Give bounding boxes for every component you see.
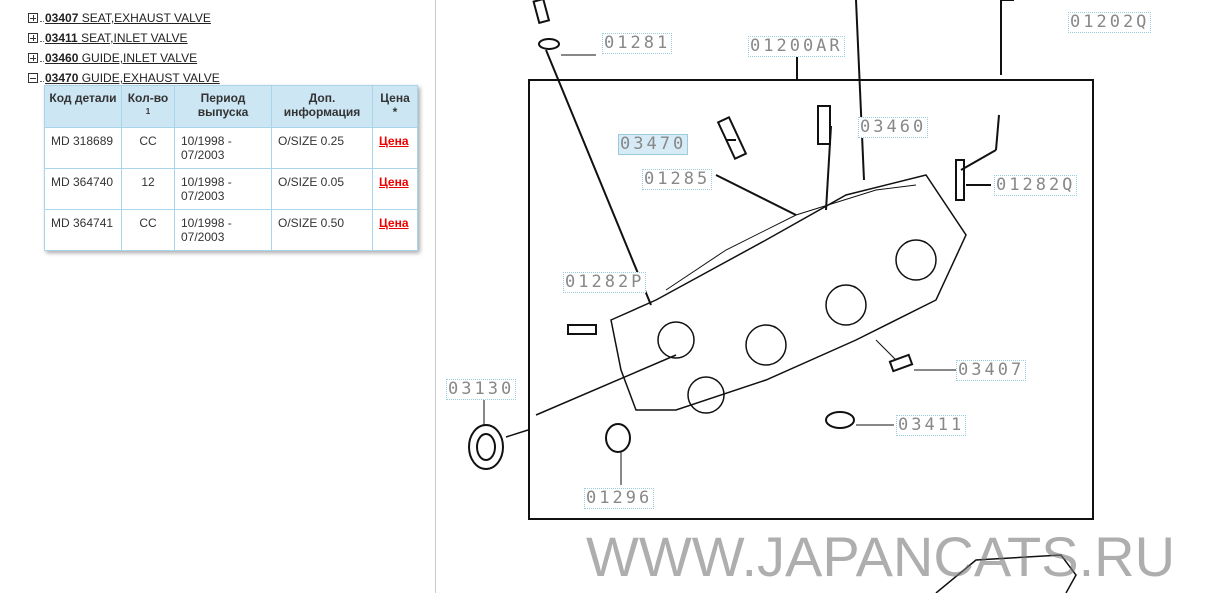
parts-diagram: WWW.JAPANCATS.RU 01281 01200AR 01202Q 03…	[436, 0, 1213, 593]
callout-01281[interactable]: 01281	[602, 33, 673, 54]
callout-03130[interactable]: 03130	[446, 379, 517, 400]
callout-03460[interactable]: 03460	[858, 117, 929, 138]
callout-01296[interactable]: 01296	[584, 488, 655, 509]
tree-node-03460[interactable]: 03460 GUIDE,INLET VALVE	[28, 48, 220, 68]
callout-01285[interactable]: 01285	[642, 169, 713, 190]
expand-icon[interactable]	[28, 13, 38, 23]
price-link[interactable]: Цена	[379, 175, 409, 189]
parts-panel: 03407 SEAT,EXHAUST VALVE 03411 SEAT,INLE…	[0, 0, 436, 593]
callout-01202Q[interactable]: 01202Q	[1068, 12, 1152, 33]
parts-tree: 03407 SEAT,EXHAUST VALVE 03411 SEAT,INLE…	[28, 8, 220, 88]
tree-node-03411[interactable]: 03411 SEAT,INLET VALVE	[28, 28, 220, 48]
cylinder-head-drawing	[468, 0, 1094, 593]
callout-01282Q[interactable]: 01282Q	[994, 175, 1078, 196]
callout-01200AR[interactable]: 01200AR	[748, 36, 845, 57]
callout-03470[interactable]: 03470	[618, 134, 689, 155]
price-link[interactable]: Цена	[379, 134, 409, 148]
price-link[interactable]: Цена	[379, 216, 409, 230]
callout-01282P[interactable]: 01282P	[563, 272, 647, 293]
header-code: Код детали	[44, 85, 122, 128]
header-price: Цена *	[372, 85, 418, 128]
expand-icon[interactable]	[28, 53, 38, 63]
watermark: WWW.JAPANCATS.RU	[586, 525, 1176, 588]
collapse-icon[interactable]	[28, 73, 38, 83]
expand-icon[interactable]	[28, 33, 38, 43]
parts-table: Код детали Кол-во 1 Период выпуска Доп. …	[44, 85, 418, 251]
header-info: Доп. информация	[271, 85, 373, 128]
header-period: Период выпуска	[174, 85, 272, 128]
callout-03411[interactable]: 03411	[896, 415, 967, 436]
tree-node-03470[interactable]: 03470 GUIDE,EXHAUST VALVE	[28, 68, 220, 88]
tree-node-03407[interactable]: 03407 SEAT,EXHAUST VALVE	[28, 8, 220, 28]
header-qty: Кол-во 1	[121, 85, 175, 128]
callout-03407[interactable]: 03407	[956, 360, 1027, 381]
